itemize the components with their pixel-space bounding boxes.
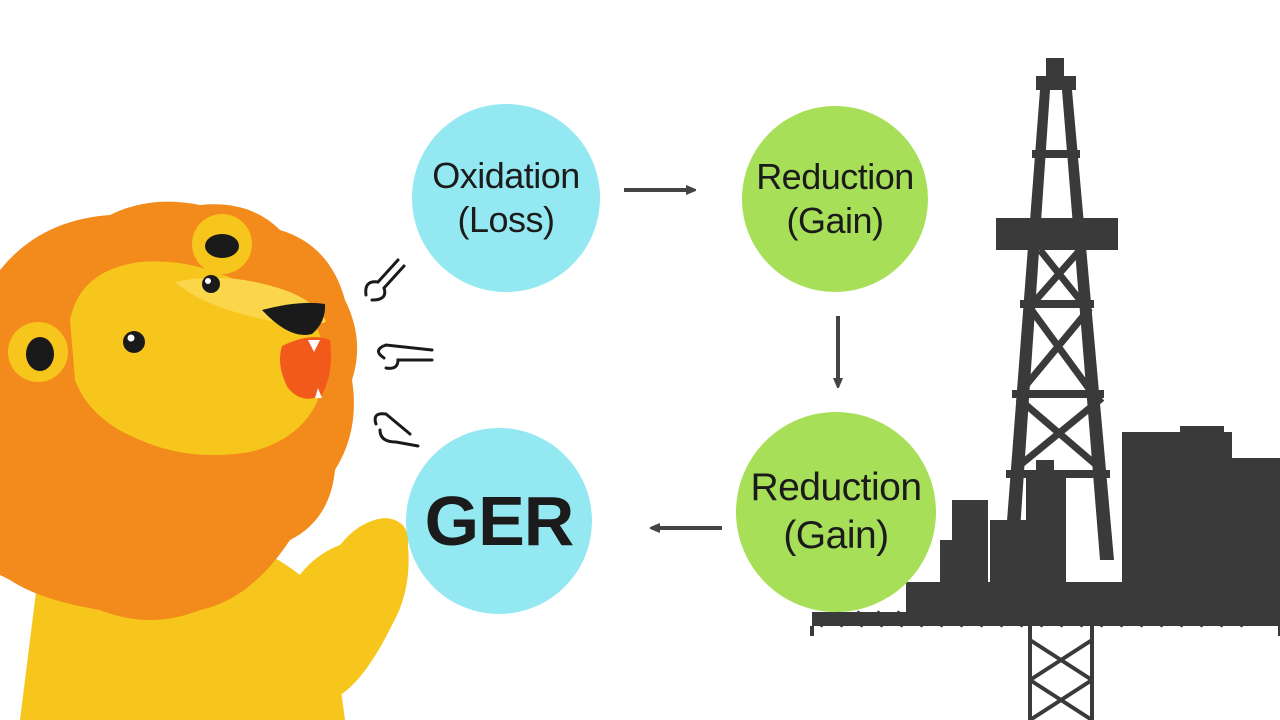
ger-node: GER xyxy=(406,428,592,614)
oxidation-node: Oxidation (Loss) xyxy=(412,104,600,292)
reduction-top-node: Reduction (Gain) xyxy=(742,106,928,292)
ger-label: GER xyxy=(424,482,575,560)
reduction-bottom-title: Reduction xyxy=(750,466,922,510)
reduction-bottom-node: Reduction (Gain) xyxy=(736,412,936,612)
oxidation-title: Oxidation xyxy=(432,155,580,197)
lion-paw xyxy=(280,518,409,700)
sound-marks-icon xyxy=(364,258,434,448)
lion-mouth xyxy=(280,337,331,399)
lion-nose xyxy=(262,302,326,335)
oxidation-subtitle: (Loss) xyxy=(457,199,555,240)
reduction-top-subtitle: (Gain) xyxy=(786,200,884,241)
reduction-top-title: Reduction xyxy=(756,156,914,198)
reduction-bottom-subtitle: (Gain) xyxy=(783,514,889,557)
